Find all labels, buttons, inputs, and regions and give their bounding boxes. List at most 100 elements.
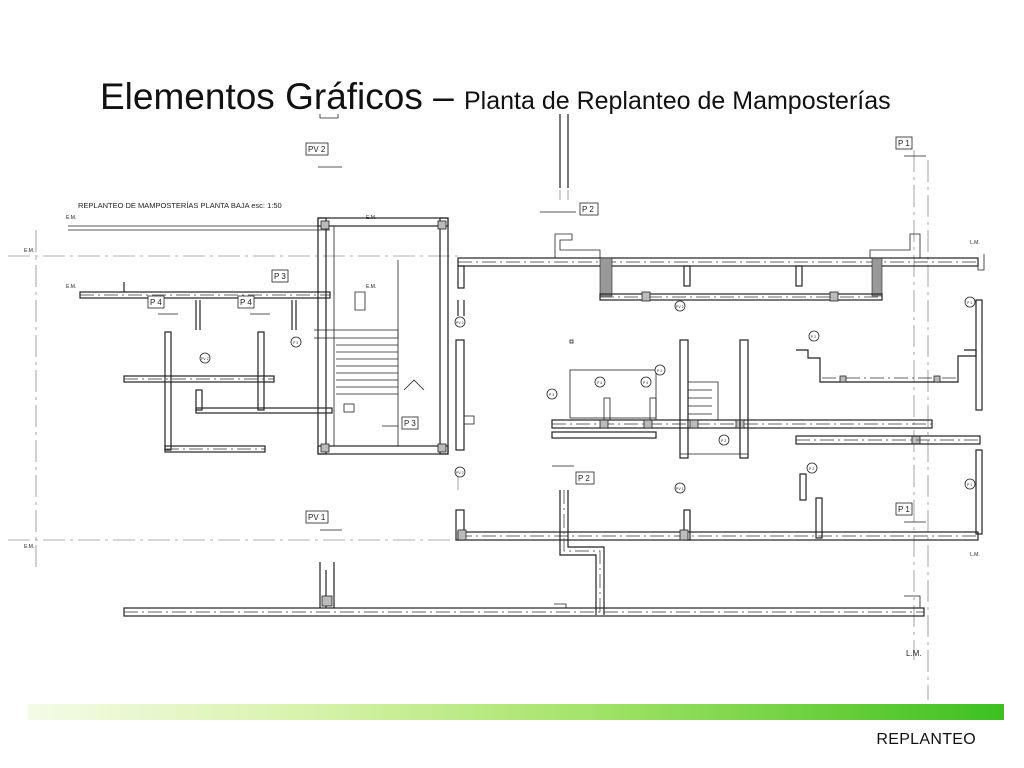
svg-text:P 2: P 2: [721, 439, 726, 443]
svg-text:P 1: P 1: [898, 139, 910, 148]
footer-gradient-bar: [28, 704, 1004, 720]
column: [679, 529, 689, 541]
wall-segment: [123, 282, 297, 330]
column: [320, 443, 330, 453]
svg-text:P 2: P 2: [657, 369, 662, 373]
svg-text:P 4: P 4: [643, 381, 648, 385]
wall-segment: [164, 331, 172, 451]
wall-segment: [799, 473, 807, 501]
column: [641, 291, 651, 302]
edge-label-lm-bottom: L.M.: [906, 649, 922, 658]
column: [839, 375, 847, 383]
column: [689, 419, 699, 429]
wall-segment: [257, 331, 265, 411]
minor-tag: P 2: [718, 434, 730, 446]
wall-segment: [457, 300, 465, 316]
tag-pv2: PV 2: [305, 142, 329, 156]
svg-text:P 3: P 3: [549, 393, 554, 397]
svg-text:P 4: P 4: [597, 381, 602, 385]
minor-tag: P 3: [290, 336, 302, 348]
wall-segment: [457, 265, 465, 289]
minor-tag: PV 2: [199, 352, 211, 364]
stair-wall-bottom: [317, 445, 449, 455]
wall-segment: [739, 339, 749, 459]
svg-text:PV 1: PV 1: [308, 513, 326, 522]
svg-text:P 3: P 3: [404, 419, 416, 428]
svg-text:PV 2: PV 2: [308, 145, 326, 154]
wall-segment: [603, 397, 611, 421]
svg-text:P 1: P 1: [898, 505, 910, 514]
minor-tag: P 3: [546, 388, 558, 400]
tag-pv1: PV 1: [305, 510, 329, 524]
tag-p3-left: P 3: [271, 269, 289, 283]
minor-tag: P 2: [806, 462, 818, 474]
minor-tag: PV 2: [454, 316, 466, 328]
wall-segment: [455, 339, 465, 451]
edge-label-em: E.M.: [66, 215, 76, 221]
edge-label-em: E.M.: [366, 215, 376, 221]
wall-segment: [559, 114, 569, 188]
stair-wall-right: [439, 217, 449, 455]
column: [321, 595, 333, 607]
svg-text:P 3: P 3: [293, 341, 298, 345]
svg-text:P 2: P 2: [578, 474, 590, 483]
column: [437, 220, 447, 230]
title-sub: Planta de Replanteo de Mamposterías: [463, 87, 891, 115]
wall-segment: [975, 299, 983, 411]
wall-segment: [815, 497, 823, 539]
footer-label: REPLANTEO: [876, 731, 976, 748]
wall-segment: [68, 225, 330, 231]
wall-segment: [551, 431, 657, 439]
svg-text:P 4: P 4: [240, 298, 252, 307]
minor-tag: P 4: [640, 376, 652, 388]
tag-p1-top: P 1: [895, 136, 913, 150]
wall-notch: [554, 233, 601, 259]
minor-tag: P 2: [654, 364, 666, 376]
tag-p4-a: P 4: [147, 295, 165, 309]
stair-wall-left: [317, 217, 327, 455]
tag-p4-b: P 4: [237, 295, 255, 309]
marker: [463, 415, 475, 425]
column: [933, 375, 941, 383]
marker: [343, 403, 355, 413]
svg-text:P 1: P 1: [967, 301, 972, 305]
svg-text:P 2: P 2: [809, 467, 814, 471]
wall-segment: [195, 407, 333, 414]
column: [320, 220, 330, 230]
wall-end: [554, 595, 921, 608]
column: [829, 291, 839, 302]
minor-tag: P 4: [594, 376, 606, 388]
minor-tag: PV 1: [674, 482, 686, 494]
wall-segment: [559, 490, 605, 615]
plan-caption: REPLANTEO DE MAMPOSTERÍAS PLANTA BAJA es…: [78, 201, 282, 210]
svg-text:P 3: P 3: [274, 272, 286, 281]
svg-text:PV 2: PV 2: [201, 357, 209, 361]
wall-segment: [975, 449, 983, 535]
tag-p1-bottom: P 1: [895, 502, 913, 516]
edge-label-lm: L.M.: [970, 552, 980, 558]
svg-text:P 4: P 4: [150, 298, 162, 307]
wall-segment: [195, 389, 203, 411]
stair-arrow: [403, 379, 425, 391]
tag-p3-stair: P 3: [401, 416, 419, 430]
column: [457, 529, 467, 541]
minor-tag: P 1: [964, 296, 976, 308]
minor-tag: PV 2: [454, 466, 466, 478]
marker: [569, 339, 574, 344]
wall-segment: [679, 339, 689, 459]
column: [599, 419, 609, 429]
tag-p2-mid: P 2: [575, 471, 595, 485]
svg-text:P 2: P 2: [811, 335, 816, 339]
edge-label-em: E.M.: [66, 284, 76, 290]
svg-text:PV 1: PV 1: [676, 487, 684, 491]
svg-text:P 2: P 2: [582, 205, 594, 214]
svg-text:PV 2: PV 2: [676, 305, 684, 309]
minor-tag: P 1: [964, 478, 976, 490]
minor-tag: P 2: [808, 330, 820, 342]
wall-segment: [683, 265, 691, 287]
column: [643, 419, 653, 429]
wall-notch: [869, 233, 921, 259]
stair-rail: [333, 226, 399, 446]
title-mark: [319, 114, 339, 119]
room-outline: [569, 369, 657, 419]
